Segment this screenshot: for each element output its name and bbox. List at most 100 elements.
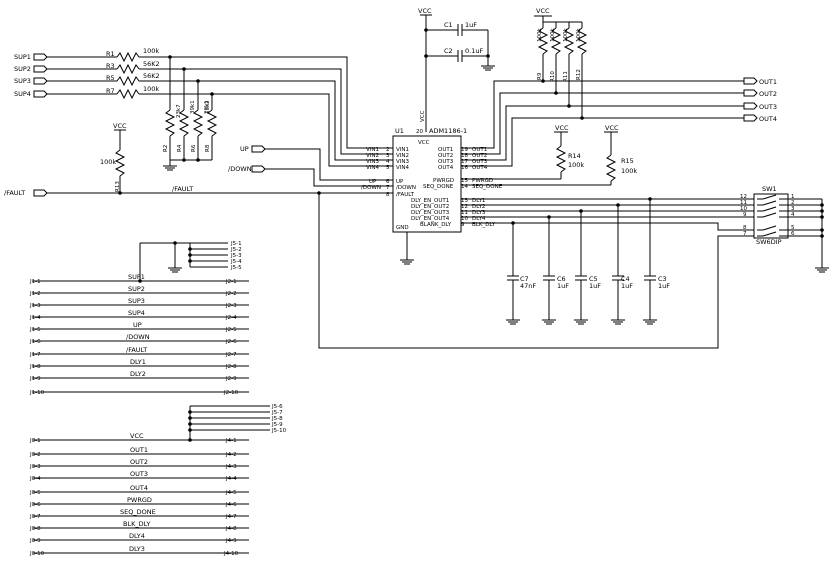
ref-c5: C5	[589, 275, 598, 283]
ic-ref: U1	[395, 127, 404, 135]
j3-7: J3-7	[29, 514, 41, 520]
sw-ref: SW1	[762, 185, 777, 193]
val-r14: 100k	[568, 161, 584, 169]
pin-name-blank-dly: BLANK_DLY	[420, 222, 452, 228]
j1-10: J1-10	[29, 390, 45, 396]
ref-r5: R5	[106, 74, 115, 82]
delay-caps: C7 47nF C6 1uF C5 1uF C4 1uF C3 1uF	[506, 199, 670, 325]
output-wiring: VCC 100k 100k 100k 100k R9 R10 R11 R12	[318, 7, 777, 349]
sw-lpin-9: 9	[743, 212, 747, 218]
j5-10: J5-10	[271, 428, 287, 434]
pin-name-dly-en-out2: DLY_EN_OUT2	[411, 204, 449, 210]
dip-switch-sw1: SW1 SW6DIP 12 11 10 9 8 7 1 2 3 4 5 6	[740, 185, 829, 273]
net-up: UP	[369, 179, 377, 185]
pin-name-out2: OUT2	[438, 153, 453, 159]
sw-rpin-4: 4	[791, 212, 795, 218]
pin-name-vin2: VIN2	[396, 153, 409, 159]
ref-r14: R14	[568, 152, 581, 160]
ref-c6: C6	[557, 275, 566, 283]
port-sup1	[33, 53, 48, 61]
ref-r2: R2	[163, 145, 169, 152]
j1-4: J1-4	[29, 315, 41, 321]
net-dly2: DLY2	[472, 204, 485, 210]
pin-num-4: 4	[386, 159, 390, 165]
ic-u1: U1 ADM1186-1 20 VCC GND 2 3 4 5 6 7 8 VI…	[361, 127, 503, 265]
j2-8: J2-8	[225, 364, 237, 370]
j3j4-net-5: OUT4	[130, 484, 148, 492]
net-down: /DOWN	[361, 185, 381, 191]
sw-rpin-6: 6	[791, 231, 795, 237]
pin-num-18: 18	[461, 153, 468, 159]
sw-body	[753, 193, 789, 239]
j4-2: J4-2	[225, 452, 237, 458]
sw-part: SW6DIP	[756, 238, 782, 246]
val-r13: 100k	[100, 158, 116, 166]
j5-9: J5-9	[271, 422, 283, 428]
net-dly3: DLY3	[472, 210, 486, 216]
sw-lpin-8: 8	[743, 225, 747, 231]
net-dly4: DLY4	[472, 216, 486, 222]
ref-r8: R8	[205, 144, 211, 152]
j3-10: J3-10	[29, 551, 45, 557]
pin-name-pwrgd: PWRGD	[433, 178, 454, 184]
ic-gnd-label: GND	[396, 225, 409, 231]
port-up	[251, 145, 266, 153]
net-vin1: VIN1	[366, 147, 379, 153]
label-fault: /FAULT	[4, 189, 25, 197]
vcc-ic-pin: VCC	[420, 110, 426, 122]
net-dly1: DLY1	[472, 198, 485, 204]
pin-name-vin4: VIN4	[396, 165, 409, 171]
top-caps: VCC C1 1uF C2 0.1uF VCC	[418, 7, 495, 132]
j3-8: J3-8	[29, 526, 41, 532]
j4-8: J4-8	[225, 526, 237, 532]
j1-8: J1-8	[29, 364, 41, 370]
ic-body	[392, 135, 462, 233]
port-down	[251, 165, 266, 173]
j2-10: J2-10	[223, 390, 239, 396]
ic-vcc-label: VCC	[418, 140, 430, 146]
net-out2: OUT2	[472, 153, 487, 159]
j5-2: J5-2	[230, 247, 242, 253]
j3j4-net-2: OUT1	[130, 446, 148, 454]
label-out2: OUT2	[759, 90, 777, 98]
ref-c2: C2	[444, 47, 453, 55]
val-c4: 1uF	[621, 282, 633, 290]
pin-num-11: 11	[461, 210, 468, 216]
j1j2-net-3: SUP3	[128, 297, 145, 305]
ref-r3: R3	[106, 62, 115, 70]
j2-3: J2-3	[225, 303, 237, 309]
pin-num-13: 13	[461, 198, 468, 204]
label-sup1: SUP1	[14, 53, 31, 61]
val-r1: 100k	[143, 47, 159, 55]
ref-r10: R10	[550, 71, 556, 82]
val-c3: 1uF	[658, 282, 670, 290]
net-seqdone: SEQ_DONE	[472, 184, 503, 190]
j1-1: J1-1	[29, 279, 41, 285]
pin-num-17: 17	[461, 159, 468, 165]
j3j4-net-10: DLY3	[129, 545, 145, 553]
val-r7: 100k	[143, 85, 159, 93]
j3-6: J3-6	[29, 502, 41, 508]
j4-3: J4-3	[225, 464, 237, 470]
ref-r11: R11	[563, 71, 569, 82]
val-c5: 1uF	[589, 282, 601, 290]
j4-10: J4-10	[223, 551, 239, 557]
val-c6: 1uF	[557, 282, 569, 290]
net-blkdly: BLK_DLY	[472, 222, 496, 228]
j1j2-net-7: /FAULT	[126, 346, 147, 354]
net-out4: OUT4	[472, 165, 488, 171]
ref-r12: R12	[576, 69, 582, 80]
pin-name-out1: OUT1	[438, 147, 453, 153]
j1j2-net-5: UP	[133, 321, 142, 329]
j5-4: J5-4	[230, 259, 242, 265]
ref-r1: R1	[106, 50, 115, 58]
j3-5: J3-5	[29, 490, 41, 496]
j3j4-net-9: DLY4	[129, 532, 145, 540]
pin-name-out4: OUT4	[438, 165, 454, 171]
j4-4: J4-4	[225, 476, 237, 482]
port-out2	[743, 89, 758, 97]
sw-lpin-7: 7	[743, 231, 747, 237]
j2-9: J2-9	[225, 376, 237, 382]
label-up: UP	[240, 145, 249, 153]
j4-1: J4-1	[225, 438, 237, 444]
